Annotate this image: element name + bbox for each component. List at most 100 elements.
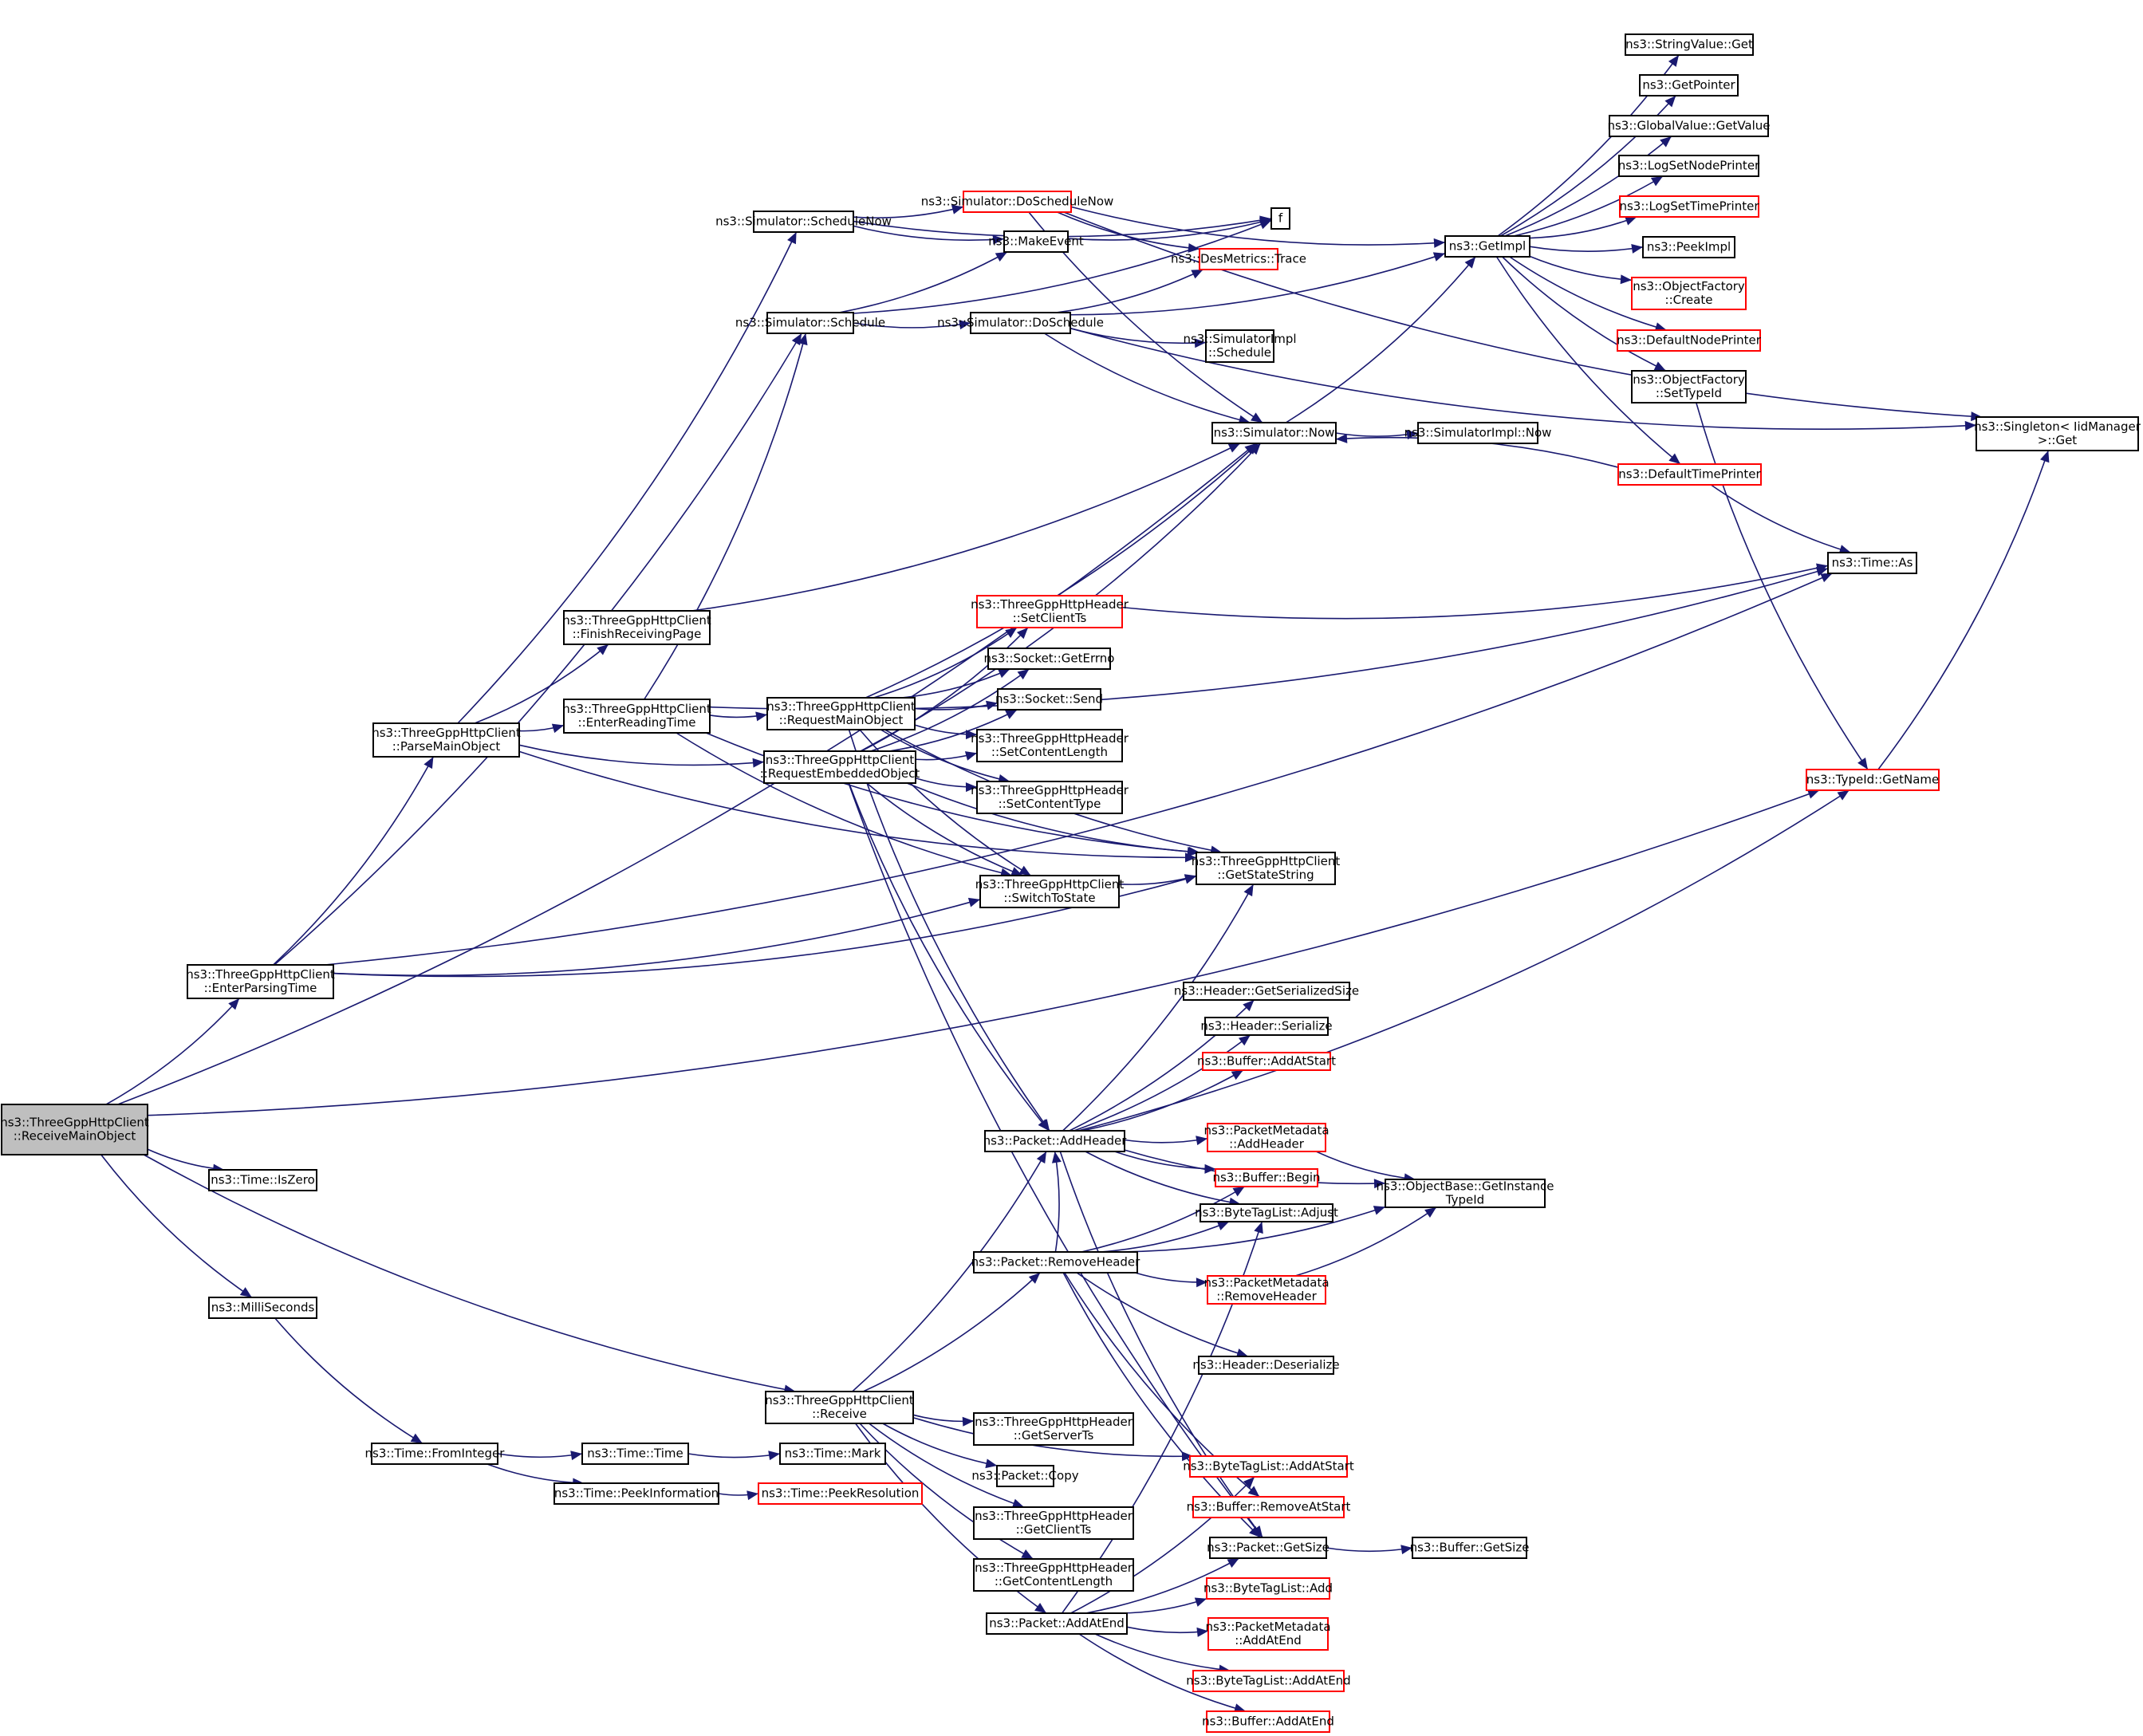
node-box[interactable]: [1, 1104, 148, 1155]
node-ns3-packetmetadata-addheader[interactable]: ns3::PacketMetadata::AddHeader: [1203, 1123, 1330, 1152]
node-box[interactable]: [973, 1558, 1134, 1592]
node-ns3-packet-copy[interactable]: ns3::Packet::Copy: [971, 1465, 1079, 1487]
node-ns3-simulator-doschedulenow[interactable]: ns3::Simulator::DoScheduleNow: [921, 191, 1114, 213]
node-ns3-time-as[interactable]: ns3::Time::As: [1827, 552, 1917, 574]
node-box[interactable]: [987, 648, 1111, 670]
node-ns3-simulator-now[interactable]: ns3::Simulator::Now: [1211, 422, 1337, 444]
node-box[interactable]: [1609, 115, 1769, 137]
node-ns3-typeid-getname[interactable]: ns3::TypeId::GetName: [1806, 769, 1940, 791]
node-box[interactable]: [1205, 329, 1274, 363]
node-ns3-simulator-doschedule[interactable]: ns3::Simulator::DoSchedule: [937, 312, 1104, 334]
node-box[interactable]: [758, 1482, 923, 1505]
node-box[interactable]: [763, 750, 916, 784]
node-ns3-stringvalue-get[interactable]: ns3::StringValue::Get: [1625, 33, 1754, 56]
node-box[interactable]: [976, 595, 1123, 628]
node-box[interactable]: [973, 1412, 1134, 1446]
node-ns3-getimpl[interactable]: ns3::GetImpl: [1444, 235, 1530, 258]
node-ns3-defaultnodeprinter[interactable]: ns3::DefaultNodePrinter: [1617, 329, 1762, 352]
node-box[interactable]: [1619, 195, 1759, 218]
node-ns3-header-getserializedsize[interactable]: ns3::Header::GetSerializedSize: [1174, 982, 1359, 1001]
node-ns3-threegpphttpclient-finishreceivingpage[interactable]: ns3::ThreeGppHttpClient::FinishReceiving…: [562, 610, 711, 645]
node-box[interactable]: [1827, 552, 1917, 574]
node-box[interactable]: [766, 312, 854, 334]
node-ns3-threegpphttpclient-receive[interactable]: ns3::ThreeGppHttpClient::Receive: [765, 1391, 914, 1424]
node-box[interactable]: [1192, 1496, 1345, 1518]
node-ns3-threegpphttpheader-setcontenttype[interactable]: ns3::ThreeGppHttpHeader::SetContentType: [971, 781, 1129, 814]
node-ns3-getpointer[interactable]: ns3::GetPointer: [1639, 74, 1739, 96]
node-box[interactable]: [1618, 155, 1759, 177]
node-box[interactable]: [1196, 852, 1336, 885]
node-box[interactable]: [1003, 230, 1069, 253]
node-ns3-milliseconds[interactable]: ns3::MilliSeconds: [208, 1297, 317, 1319]
node-ns3-threegpphttpclient-enterreadingtime[interactable]: ns3::ThreeGppHttpClient::EnterReadingTim…: [562, 699, 711, 734]
node-ns3-simulator-schedule[interactable]: ns3::Simulator::Schedule: [735, 312, 885, 334]
node-box[interactable]: [581, 1443, 689, 1465]
node-ns3-simulator-schedulenow[interactable]: ns3::Simulator::ScheduleNow: [715, 211, 892, 233]
node-box[interactable]: [766, 697, 916, 730]
node-box[interactable]: [1631, 277, 1747, 310]
node-ns3-globalvalue-getvalue[interactable]: ns3::GlobalValue::GetValue: [1607, 115, 1771, 137]
node-ns3-bytetaglist-add[interactable]: ns3::ByteTagList::Add: [1203, 1577, 1333, 1600]
node-box[interactable]: [1192, 1670, 1345, 1692]
node-box[interactable]: [973, 1251, 1138, 1273]
node-box[interactable]: [1385, 1179, 1546, 1208]
node-ns3-threegpphttpclient-requestembeddedobject[interactable]: ns3::ThreeGppHttpClient::RequestEmbedded…: [760, 750, 920, 784]
node-ns3-threegpphttpheader-setcontentlength[interactable]: ns3::ThreeGppHttpHeader::SetContentLengt…: [971, 729, 1129, 762]
node-ns3-threegpphttpclient-requestmainobject[interactable]: ns3::ThreeGppHttpClient::RequestMainObje…: [766, 697, 916, 730]
node-ns3-time-frominteger[interactable]: ns3::Time::FromInteger: [365, 1443, 506, 1465]
node-ns3-buffer-removeatstart[interactable]: ns3::Buffer::RemoveAtStart: [1187, 1496, 1351, 1518]
node-ns3-bytetaglist-addatstart[interactable]: ns3::ByteTagList::AddAtStart: [1183, 1455, 1354, 1478]
node-ns3-header-serialize[interactable]: ns3::Header::Serialize: [1200, 1017, 1333, 1036]
node-box[interactable]: [976, 781, 1123, 814]
node-ns3-logsettimeprinter[interactable]: ns3::LogSetTimePrinter: [1619, 195, 1759, 218]
node-ns3-simulatorimpl-now[interactable]: ns3::SimulatorImpl::Now: [1404, 422, 1552, 444]
node-box[interactable]: [973, 1506, 1134, 1540]
node-box[interactable]: [1202, 1052, 1331, 1071]
node-box[interactable]: [1976, 416, 2139, 451]
node-box[interactable]: [1200, 1203, 1333, 1222]
node-box[interactable]: [753, 211, 854, 233]
node-ns3-time-mark[interactable]: ns3::Time::Mark: [779, 1443, 886, 1465]
node-ns3-bytetaglist-adjust[interactable]: ns3::ByteTagList::Adjust: [1195, 1203, 1338, 1222]
node-box[interactable]: [1806, 769, 1940, 791]
node-box[interactable]: [963, 191, 1072, 213]
node-box[interactable]: [1189, 1455, 1348, 1478]
node-box[interactable]: [563, 699, 711, 734]
node-ns3-time-iszero[interactable]: ns3::Time::IsZero: [208, 1169, 317, 1191]
node-box[interactable]: [984, 1130, 1125, 1152]
node-ns3-bytetaglist-addatend[interactable]: ns3::ByteTagList::AddAtEnd: [1186, 1670, 1351, 1692]
node-ns3-time-peekinformation[interactable]: ns3::Time::PeekInformation: [553, 1482, 719, 1505]
node-box[interactable]: [1211, 422, 1337, 444]
node-ns3-threegpphttpclient-parsemainobject[interactable]: ns3::ThreeGppHttpClient::ParseMainObject: [372, 722, 521, 758]
node-box[interactable]: [1207, 1617, 1329, 1651]
node-box[interactable]: [997, 688, 1101, 711]
node-ns3-threegpphttpclient-getstatestring[interactable]: ns3::ThreeGppHttpClient::GetStateString: [1192, 852, 1341, 885]
node-ns3-header-deserialize[interactable]: ns3::Header::Deserialize: [1192, 1356, 1340, 1375]
node-box[interactable]: [1625, 33, 1754, 56]
node-box[interactable]: [1209, 1537, 1327, 1559]
node-ns3-threegpphttpheader-getcontentlength[interactable]: ns3::ThreeGppHttpHeader::GetContentLengt…: [973, 1558, 1134, 1592]
node-ns3-threegpphttpheader-getclientts[interactable]: ns3::ThreeGppHttpHeader::GetClientTs: [973, 1506, 1134, 1540]
node-box[interactable]: [970, 312, 1071, 334]
node-ns3-packet-addheader[interactable]: ns3::Packet::AddHeader: [983, 1130, 1128, 1152]
node-ns3-packetmetadata-addatend[interactable]: ns3::PacketMetadata::AddAtEnd: [1205, 1617, 1331, 1651]
node-box[interactable]: [1270, 207, 1290, 230]
node-ns3-logsetnodeprinter[interactable]: ns3::LogSetNodePrinter: [1618, 155, 1760, 177]
node-ns3-objectfactory-create[interactable]: ns3::ObjectFactory::Create: [1631, 277, 1747, 310]
node-box[interactable]: [371, 1443, 498, 1465]
node-box[interactable]: [1417, 422, 1538, 444]
node-box[interactable]: [208, 1169, 317, 1191]
node-ns3-threegpphttpheader-setclientts[interactable]: ns3::ThreeGppHttpHeader::SetClientTs: [971, 595, 1129, 628]
node-box[interactable]: [765, 1391, 914, 1424]
node-box[interactable]: [986, 1612, 1128, 1635]
node-box[interactable]: [976, 729, 1123, 762]
node-ns3-threegpphttpclient-switchtostate[interactable]: ns3::ThreeGppHttpClient::SwitchToState: [975, 875, 1125, 908]
node-ns3-socket-geterrno[interactable]: ns3::Socket::GetErrno: [984, 648, 1115, 670]
node-ns3-packet-addatend[interactable]: ns3::Packet::AddAtEnd: [986, 1612, 1128, 1635]
node-box[interactable]: [563, 610, 711, 645]
node-box[interactable]: [996, 1465, 1054, 1487]
node-box[interactable]: [1199, 248, 1278, 270]
node-ns3-threegpphttpclient-receivemainobject[interactable]: ns3::ThreeGppHttpClient::ReceiveMainObje…: [0, 1104, 149, 1155]
node-box[interactable]: [1412, 1537, 1527, 1559]
